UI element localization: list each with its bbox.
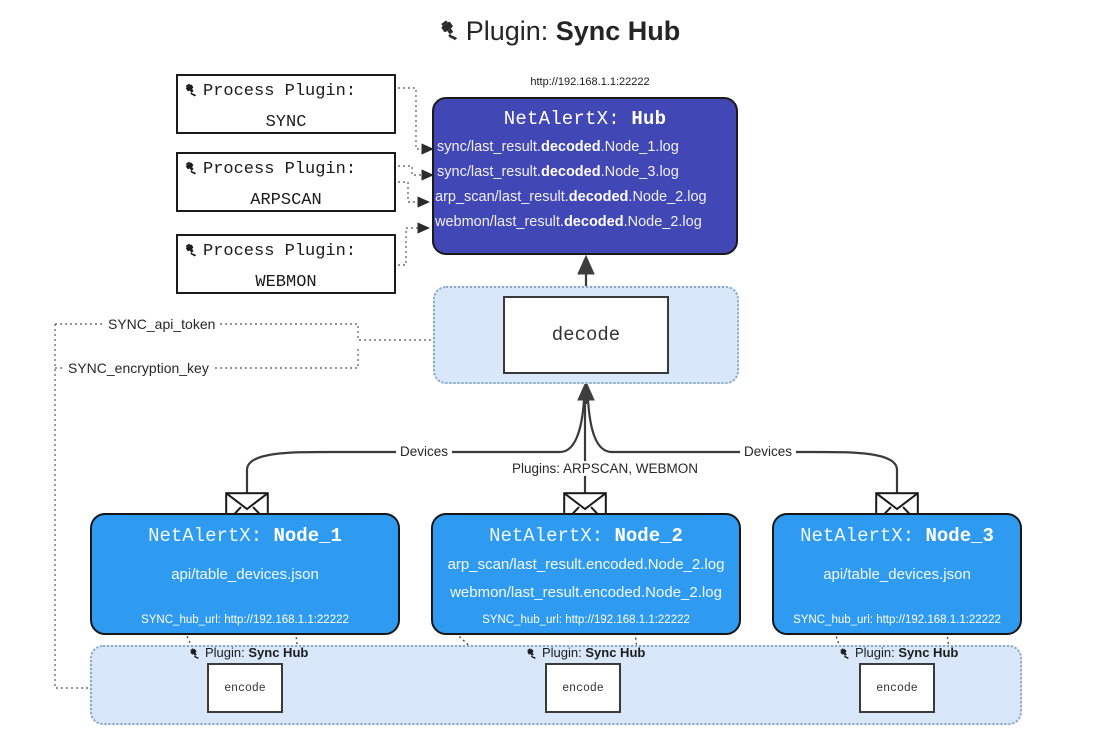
decode-box[interactable]: decode (503, 296, 669, 374)
hub-log-line: sync/last_result.decoded.Node_1.log (437, 139, 679, 155)
node-box-node-3[interactable]: NetAlertX: Node_3 api/table_devices.json… (772, 513, 1022, 635)
node-data-list: arp_scan/last_result.encoded.Node_2.log … (433, 551, 739, 607)
title-name: Sync Hub (555, 16, 681, 46)
page-title: Plugin: Sync Hub (0, 16, 1117, 51)
process-plugin-webmon[interactable]: Process Plugin: WEBMON (176, 234, 396, 294)
node-data-line: api/table_devices.json (823, 566, 971, 583)
node-box-node-2[interactable]: NetAlertX: Node_2 arp_scan/last_result.e… (431, 513, 741, 635)
process-plugin-arpscan[interactable]: Process Plugin: ARPSCAN (176, 152, 396, 212)
hub-log-line: sync/last_result.decoded.Node_3.log (437, 164, 679, 180)
plug-icon (437, 18, 463, 51)
encode-box-node-3[interactable]: encode (859, 663, 935, 713)
process-plugin-header: Process Plugin: (178, 156, 394, 187)
plug-icon (183, 160, 200, 187)
process-plugin-name: SYNC (265, 113, 307, 132)
encoder-label-node-2: Plugin: Sync Hub (525, 645, 645, 664)
encoder-label-node-3: Plugin: Sync Hub (838, 645, 958, 664)
encoder-label-node-1: Plugin: Sync Hub (188, 645, 308, 664)
hub-box[interactable]: NetAlertX: Hub sync/last_result.decoded.… (432, 97, 738, 255)
hub-log-line: arp_scan/last_result.decoded.Node_2.log (435, 189, 707, 205)
node-hub-url: SYNC_hub_url: http://192.168.1.1:22222 (482, 614, 690, 626)
plug-icon (525, 647, 539, 664)
process-plugin-header: Process Plugin: (178, 238, 394, 269)
process-plugin-name: WEBMON (255, 273, 317, 292)
hub-title: NetAlertX: Hub (503, 108, 667, 130)
node-hub-url: SYNC_hub_url: http://192.168.1.1:22222 (793, 614, 1001, 626)
node-title: NetAlertX: Node_3 (800, 525, 994, 547)
node-title: NetAlertX: Node_2 (489, 525, 683, 547)
edge-label-devices-left: Devices (396, 444, 453, 459)
node-hub-url: SYNC_hub_url: http://192.168.1.1:22222 (141, 614, 349, 626)
hub-log-list: sync/last_result.decoded.Node_1.log sync… (434, 135, 736, 235)
encode-box-node-2[interactable]: encode (545, 663, 621, 713)
edge-label-plugins: Plugins: ARPSCAN, WEBMON (508, 461, 703, 476)
hub-url-label: http://192.168.1.1:22222 (530, 76, 650, 88)
edge-label-devices-right: Devices (740, 444, 797, 459)
plug-icon (183, 242, 200, 269)
plug-icon (838, 647, 852, 664)
process-plugin-sync[interactable]: Process Plugin: SYNC (176, 74, 396, 134)
node-title: NetAlertX: Node_1 (148, 525, 342, 547)
token-label-api: SYNC_api_token (104, 316, 220, 332)
hub-log-line: webmon/last_result.decoded.Node_2.log (435, 214, 702, 230)
node-data-line: arp_scan/last_result.encoded.Node_2.log (447, 556, 725, 573)
token-label-encryption: SYNC_encryption_key (64, 360, 213, 376)
node-data-line: api/table_devices.json (171, 566, 319, 583)
node-box-node-1[interactable]: NetAlertX: Node_1 api/table_devices.json… (90, 513, 400, 635)
process-plugin-header: Process Plugin: (178, 78, 394, 109)
title-prefix: Plugin: (465, 16, 556, 46)
plug-icon (188, 647, 202, 664)
process-plugin-name: ARPSCAN (250, 191, 322, 210)
node-data-line: webmon/last_result.encoded.Node_2.log (450, 584, 722, 601)
encode-box-node-1[interactable]: encode (207, 663, 283, 713)
plug-icon (183, 82, 200, 109)
